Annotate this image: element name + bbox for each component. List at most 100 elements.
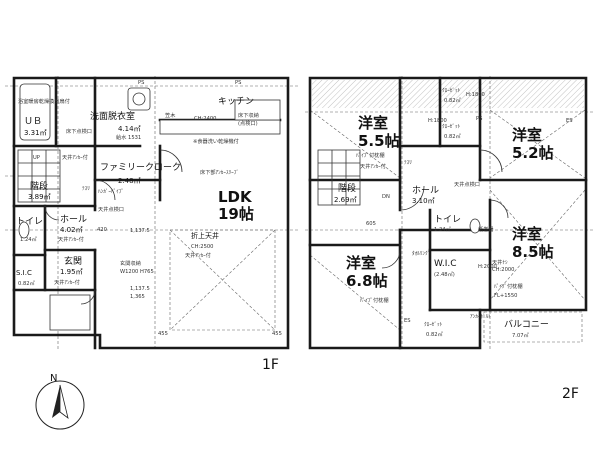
first-floor-labels: 浴室暖房乾燥換気扇付 ＵＢ 3.31㎡ 洗面脱衣室 4.14㎡ 給水 1531 … xyxy=(16,80,282,373)
floor-storage-note: 床下収納 xyxy=(238,111,259,119)
stairs-1f-label: 階段 xyxy=(30,180,48,192)
kitchen-label: キッチン xyxy=(218,96,254,107)
closet1-area: 0.82㎡ xyxy=(444,96,462,104)
floor-storage-note-2: (点検口) xyxy=(238,119,258,127)
balcony-area: 7.07㎡ xyxy=(512,331,530,339)
ceiling-cabinet-note: 天井点検口 xyxy=(98,205,124,213)
floor-1f-label: 1F xyxy=(262,357,279,373)
second-floor-labels: 洋室 5.5帖 ﾊﾟｲﾌﾟ付枕棚 天井ｱﾝｶｰ付 ｸﾛｰｾﾞｯﾄ 0.82㎡ ｸ… xyxy=(334,87,579,402)
ch2500-note: CH:2500 xyxy=(191,244,213,250)
bathtub xyxy=(19,83,51,141)
1f-stairs xyxy=(17,149,61,203)
1f-outer-wall xyxy=(12,76,290,350)
family-closet-area: 2.48㎡ xyxy=(118,177,141,185)
w605-dim: 605 xyxy=(366,221,376,227)
ceiling-note-2f: 天井ﾅｼ xyxy=(492,258,508,266)
ladder-note-2f: 天井ｱﾝｶｰ付 xyxy=(360,162,386,170)
western3-size: 6.8帖 xyxy=(346,272,388,290)
stairs-1f-area: 3.89㎡ xyxy=(28,193,51,201)
entrance-storage-size: W1200 H765 xyxy=(120,269,154,275)
ps-2f: PS xyxy=(476,116,482,122)
height-note-1: 1,137.5 xyxy=(130,286,150,292)
floor-2f-label: 2F xyxy=(562,386,579,402)
stairs-2f-label: 階段 xyxy=(338,182,356,194)
western1-size: 5.5帖 xyxy=(358,132,400,150)
closet2-area: 0.82㎡ xyxy=(444,132,462,140)
ub-fan-note: 浴室暖房乾燥換気扇付 xyxy=(18,97,70,105)
toilet-note-1f: 天井ｱﾝｶｰ付 xyxy=(58,235,84,243)
ldk-label: LDK xyxy=(218,188,253,206)
first-floor-plan xyxy=(5,76,300,350)
western1-label: 洋室 xyxy=(358,114,388,132)
underfloor-note: 床下点検口 xyxy=(66,127,92,135)
h1800-note-b: H:1800 xyxy=(466,92,485,98)
family-closet-label: ファミリークローク xyxy=(100,162,181,173)
compass: N xyxy=(35,373,85,430)
wash-area: 4.14㎡ xyxy=(118,125,141,133)
toilet-2f-label: トイレ xyxy=(434,215,461,225)
second-floor-plan xyxy=(305,76,595,350)
hall-2f-area: 3.10㎡ xyxy=(412,197,435,205)
h2000-note: H:2000 xyxy=(478,264,497,270)
hanger-note: ﾊﾝｶﾞｰﾊﾟｲﾌﾟ xyxy=(98,187,124,195)
toilet-1f-label: トイレ xyxy=(16,217,43,227)
western3-label: 洋室 xyxy=(346,254,376,272)
hall-1f-label: ホール xyxy=(60,214,87,225)
height-note-2: 1,365 xyxy=(130,294,145,300)
closet3-area: 0.82㎡ xyxy=(426,330,444,338)
entrance-area: 1.95㎡ xyxy=(60,268,83,276)
balcony-outline xyxy=(483,311,583,343)
pipe-note-3: ﾊﾟｲﾌﾟ付枕棚 xyxy=(494,282,523,290)
up-mark: UP xyxy=(33,155,40,161)
ladder-note-1f: 天井ｱﾝｶｰ付 xyxy=(62,153,88,161)
closet1-label: ｸﾛｰｾﾞｯﾄ xyxy=(442,87,461,94)
western2-label: 洋室 xyxy=(512,126,542,144)
fl1550-note: FL+1550 xyxy=(494,293,517,299)
pipe-note-1: ﾊﾟｲﾌﾟ付枕棚 xyxy=(356,151,385,159)
ps-1f-2: PS xyxy=(235,80,241,86)
western4-size: 8.5帖 xyxy=(512,243,554,261)
anchor-note: ｱﾝｶｰﾎﾞﾙﾄ xyxy=(470,313,491,320)
wic-label: W.I.C xyxy=(434,259,457,269)
entrance-label: 玄関 xyxy=(64,255,82,267)
kitchen-counter xyxy=(159,119,281,135)
entrance-step xyxy=(49,294,91,331)
dn-mark: DN xyxy=(382,194,390,200)
toilet-1f-area: 1.24㎡ xyxy=(20,235,38,243)
wash-label: 洗面脱衣室 xyxy=(90,110,135,122)
1f-toilet-bowl xyxy=(18,221,30,239)
ps-1f: PS xyxy=(138,80,144,86)
tsumi-1f: ﾃｽﾘ xyxy=(82,185,90,192)
western4-label: 洋室 xyxy=(512,225,542,243)
ch2000-note: CH:2000 xyxy=(492,267,514,273)
hall-2f-label: ホール xyxy=(412,185,439,196)
closet3-label: ｸﾛｰｾﾞｯﾄ xyxy=(424,321,443,328)
h1800-note: H:1800 xyxy=(428,118,447,124)
es-mark: ES xyxy=(404,318,411,324)
dishwasher-note: ※食器洗い乾燥機付 xyxy=(193,137,239,145)
dim-420: 420 xyxy=(97,227,107,233)
wash-basin xyxy=(127,87,151,111)
es-mark-2: ES xyxy=(566,118,573,124)
kasagi-note: 笠木 xyxy=(165,111,176,119)
dim-455-a: 455 xyxy=(158,331,168,337)
dim-455-b: 455 xyxy=(272,331,282,337)
balcony-label: バルコニー xyxy=(504,319,549,330)
2f-stairs xyxy=(317,149,361,206)
towel-note: ﾀｵﾙﾘﾝｸﾞ xyxy=(412,250,430,257)
ch2400-note: CH:2400 xyxy=(194,116,216,122)
wash-machine-note: 給水 1531 xyxy=(116,133,141,141)
yuka-note: 床下部ｱﾝｶｰｽﾘｰﾌﾞ xyxy=(200,168,239,176)
2f-toilet-bowl xyxy=(469,218,481,234)
sic-label: S.I.C xyxy=(16,269,32,277)
paper-note: 紙巻器 xyxy=(478,225,494,233)
compass-north-icon: N xyxy=(50,373,57,384)
hall-1f-area: 4.02㎡ xyxy=(60,226,83,234)
2f-roof-hatch xyxy=(312,80,584,108)
ceiling-hatch-note: 天井点検口 xyxy=(454,180,480,188)
sic-area: 0.82㎡ xyxy=(18,279,36,287)
outlet-note: 天井ｱﾝｶｰ付 xyxy=(185,251,211,259)
pipe-note-2: ﾊﾟｲﾌﾟ付枕棚 xyxy=(360,296,389,304)
entrance-storage-note: 玄関収納 xyxy=(120,259,141,267)
